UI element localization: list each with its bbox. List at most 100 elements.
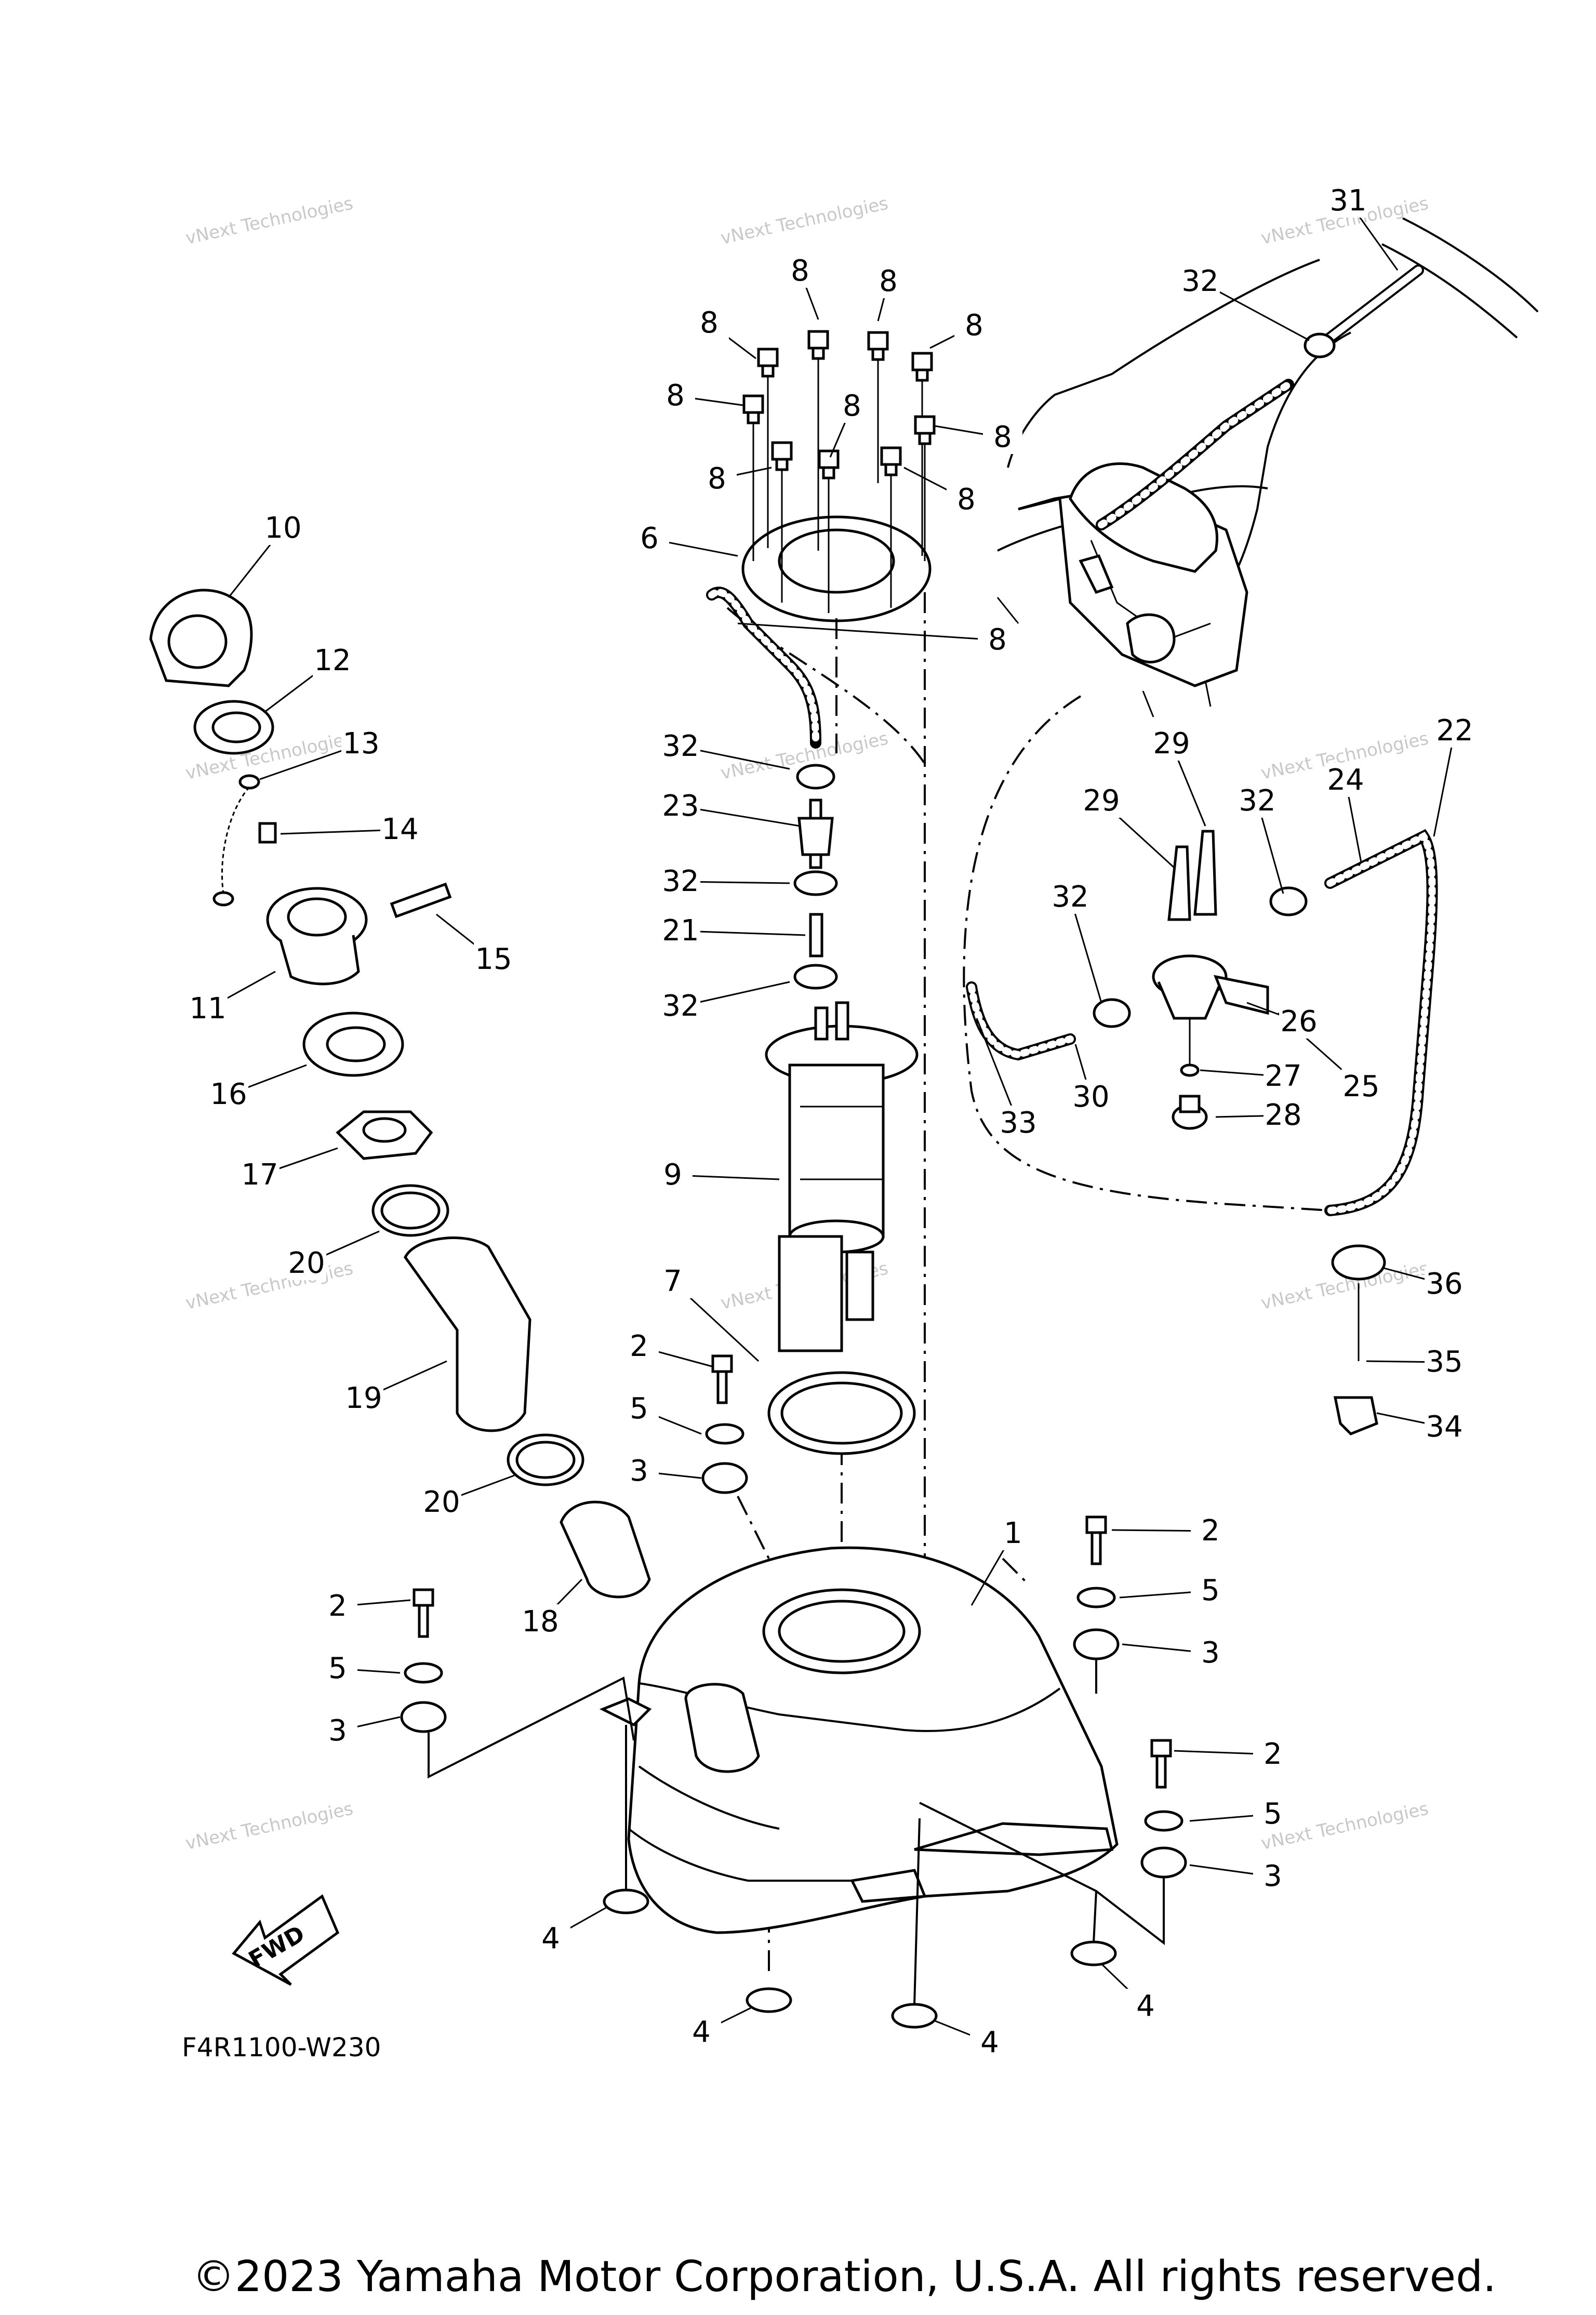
callout-bg: [1253, 1737, 1293, 1771]
watermark: vNext Technologies: [184, 193, 355, 248]
callout-20: 20: [288, 1246, 325, 1280]
callout-bg: [341, 726, 381, 761]
callout-33: 33: [1000, 1106, 1036, 1140]
callout-15: 15: [475, 942, 512, 976]
callout-bg: [1341, 1069, 1381, 1103]
callout-bg: [619, 1329, 659, 1363]
callout-30: 30: [1072, 1080, 1109, 1114]
callout-29: 29: [1153, 727, 1190, 761]
callout-bg: [318, 1713, 357, 1748]
callout-5: 5: [1201, 1574, 1220, 1607]
callout-17: 17: [241, 1158, 278, 1192]
callout-bg: [1253, 1859, 1293, 1893]
callout-20: 20: [423, 1485, 460, 1519]
hull-section: [996, 217, 1539, 717]
callout-bg: [1264, 1059, 1303, 1093]
callout-bg: [689, 305, 729, 340]
callout-28: 28: [1265, 1098, 1301, 1132]
callout-bg: [947, 482, 986, 516]
callout-bg: [1264, 1098, 1303, 1132]
callout-29: 29: [1083, 784, 1120, 818]
callout-bg: [1191, 1573, 1230, 1607]
watermark: vNext Technologies: [719, 193, 890, 248]
part-19-hose: [404, 1236, 531, 1432]
callout-bg: [1435, 713, 1474, 748]
leader-line: [280, 829, 401, 835]
callout-8: 8: [666, 379, 685, 413]
callout-bg: [1191, 1635, 1230, 1670]
callout-18: 18: [522, 1605, 558, 1639]
part-33-hose: [966, 981, 1076, 1061]
part-21-pipe: [809, 913, 823, 957]
callout-bg: [422, 1485, 461, 1519]
callout-25: 25: [1342, 1070, 1379, 1103]
callout-26: 26: [1280, 1005, 1317, 1039]
callout-35: 35: [1426, 1345, 1462, 1379]
callout-2: 2: [1264, 1737, 1282, 1771]
part-12-gasket: [193, 700, 274, 755]
callout-bg: [474, 942, 513, 976]
mount-hardware: [400, 1354, 1187, 2029]
callout-19: 19: [345, 1381, 382, 1415]
callout-bg: [619, 1391, 659, 1426]
diagram-code: F4R1100-W230: [182, 2032, 381, 2063]
part-10-cap: [149, 589, 253, 687]
leader-line: [737, 622, 998, 641]
callout-bg: [209, 1077, 248, 1111]
callout-8: 8: [988, 623, 1007, 657]
part-9-fuel-pump: [765, 1001, 919, 1352]
callout-bg: [1071, 1080, 1111, 1114]
watermark: vNext Technologies: [184, 1798, 355, 1854]
callout-bg: [1152, 726, 1191, 761]
callout-bg: [630, 521, 669, 555]
callout-12: 12: [314, 644, 351, 677]
callout-4: 4: [541, 1922, 560, 1955]
part-7-gasket: [767, 1371, 916, 1455]
callout-2: 2: [630, 1329, 648, 1363]
callout-bg: [954, 308, 994, 342]
copyright-notice: ©2023 Yamaha Motor Corporation, U.S.A. A…: [192, 2252, 1497, 2301]
part-1-fuel-tank: [599, 1546, 1119, 1934]
callout-bg: [661, 729, 700, 763]
callout-bg: [287, 1246, 326, 1280]
callout-34: 34: [1426, 1410, 1462, 1444]
callout-4: 4: [1136, 1989, 1155, 2023]
callout-11: 11: [189, 992, 226, 1026]
part-23-filter: [796, 764, 835, 869]
leader-line: [1069, 897, 1102, 1003]
callout-13: 13: [342, 727, 379, 761]
callout-bg: [661, 789, 700, 823]
part-15-pin: [390, 882, 452, 919]
callout-bg: [999, 1106, 1038, 1140]
callout-bg: [188, 991, 228, 1026]
callout-bg: [531, 1921, 570, 1955]
callout-2: 2: [328, 1589, 347, 1623]
callout-32: 32: [662, 729, 699, 763]
callout-bg: [661, 864, 700, 898]
part-11-filler-neck: [266, 887, 368, 986]
callout-24: 24: [1327, 763, 1364, 797]
callout-bg: [1050, 880, 1090, 914]
part-17-nut: [336, 1110, 433, 1160]
callout-27: 27: [1265, 1059, 1301, 1093]
callout-3: 3: [630, 1454, 648, 1488]
part-16-washer: [302, 1012, 404, 1077]
callout-bg: [1253, 1797, 1293, 1831]
leader-line: [1433, 730, 1456, 837]
callout-bg: [344, 1381, 383, 1415]
callout-3: 3: [1264, 1859, 1282, 1893]
watermark: vNext Technologies: [184, 1258, 355, 1313]
callout-6: 6: [640, 522, 659, 555]
callout-bg: [697, 461, 737, 496]
callout-32: 32: [1239, 784, 1275, 818]
callout-bg: [983, 420, 1022, 454]
callout-36: 36: [1426, 1267, 1462, 1301]
callout-5: 5: [328, 1652, 347, 1685]
part-31-hose: [1324, 264, 1424, 343]
callout-bg: [1425, 1409, 1464, 1444]
part-6-plate: [741, 515, 932, 622]
callout-5: 5: [630, 1392, 648, 1426]
callout-bg: [263, 511, 303, 545]
part-32-clamp: [793, 870, 838, 990]
